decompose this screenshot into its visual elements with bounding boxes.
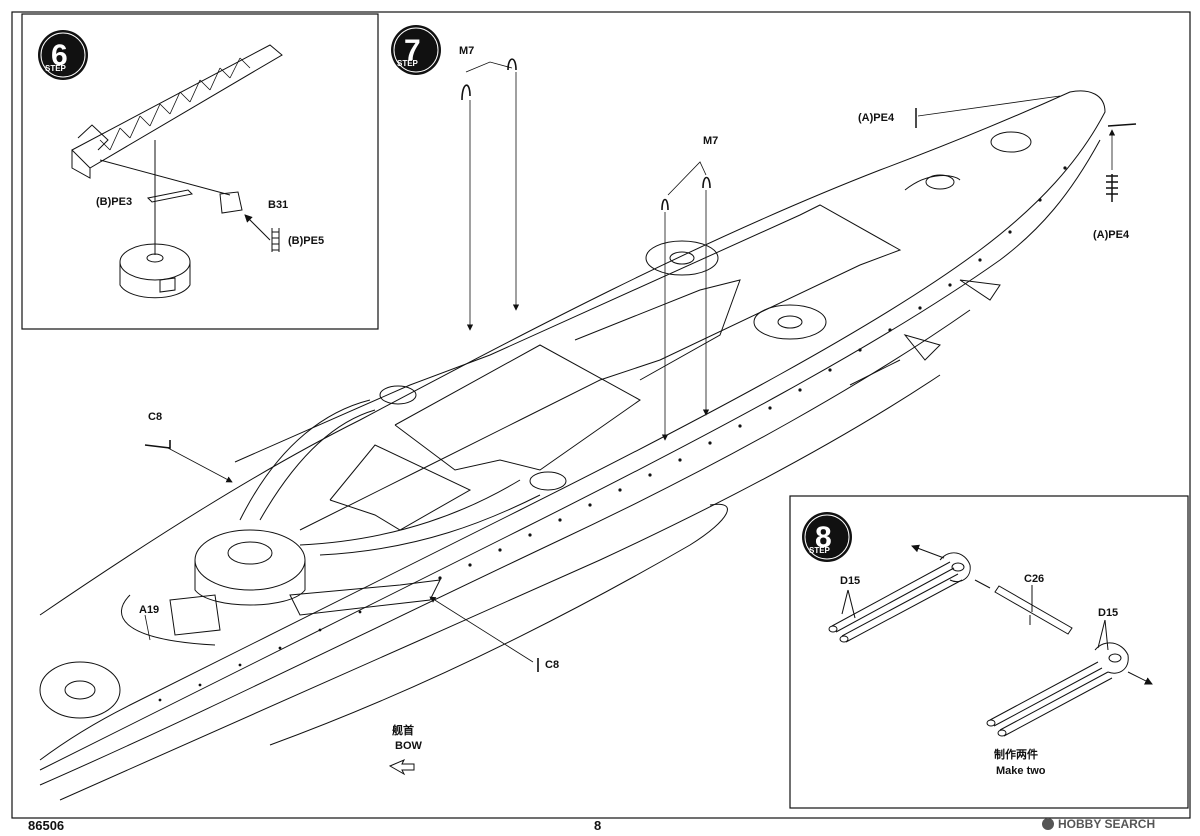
svg-text:STEP: STEP xyxy=(397,59,419,68)
pe3-label: (B)PE3 xyxy=(96,196,132,208)
bow-arrow-icon xyxy=(388,759,415,776)
gun-barrel-drawing xyxy=(828,544,1153,737)
svg-text:STEP: STEP xyxy=(809,546,831,555)
step6-badge: 6 STEP xyxy=(38,30,88,80)
svg-text:6: 6 xyxy=(51,39,68,72)
b31-label: B31 xyxy=(268,199,288,211)
part-pe4 xyxy=(915,108,1137,202)
c26-label: C26 xyxy=(1024,573,1044,585)
pe4-top-label: (A)PE4 xyxy=(858,112,895,124)
svg-text:7: 7 xyxy=(404,34,421,67)
page-number: 8 xyxy=(594,818,601,833)
crane-drawing xyxy=(71,44,283,299)
c8-bottom-label: C8 xyxy=(545,659,559,671)
page-border xyxy=(11,11,1191,819)
make-two-en-label: Make two xyxy=(996,765,1046,777)
svg-text:STEP: STEP xyxy=(45,64,67,73)
m7-mid-label: M7 xyxy=(703,135,718,147)
a19-label: A19 xyxy=(139,604,159,616)
c8-left-label: C8 xyxy=(148,411,162,423)
pe5-label: (B)PE5 xyxy=(288,235,324,247)
d15-right-label: D15 xyxy=(1098,607,1118,619)
part-m7-rails xyxy=(461,58,711,211)
m7-top-label: M7 xyxy=(459,45,474,57)
bow-en-label: BOW xyxy=(395,740,423,752)
part-c8 xyxy=(144,440,539,672)
make-two-cn-label: 制作两件 xyxy=(994,747,1038,761)
step7-badge: 7 STEP xyxy=(391,25,441,75)
step8-badge: 8 STEP xyxy=(802,512,852,562)
hull-drawing xyxy=(39,90,1106,801)
catalog-number: 86506 xyxy=(28,818,64,833)
m7-leader-lines xyxy=(144,61,1116,663)
step8-panel xyxy=(789,495,1189,809)
pe4-right-label: (A)PE4 xyxy=(1093,229,1130,241)
svg-text:8: 8 xyxy=(815,521,832,554)
svg-text:HOBBY SEARCH: HOBBY SEARCH xyxy=(1058,817,1155,831)
d15-left-label: D15 xyxy=(840,575,860,587)
portholes xyxy=(158,166,1067,702)
bow-cn-label: 舰首 xyxy=(392,723,414,737)
watermark: HOBBY SEARCH xyxy=(1042,817,1155,831)
